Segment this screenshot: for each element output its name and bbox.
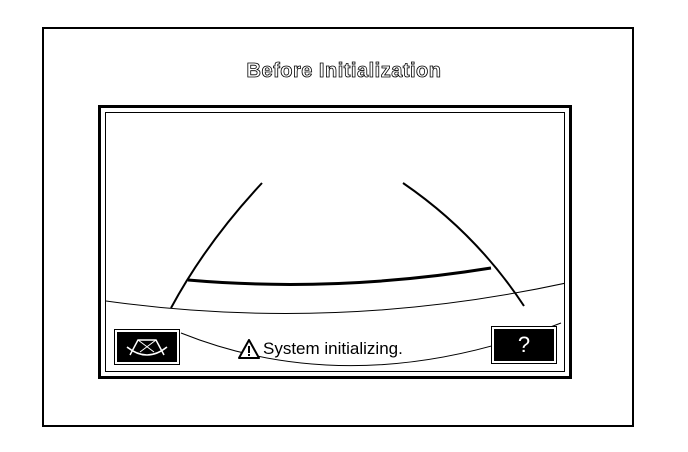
guide-line-right (402, 182, 525, 307)
status-message: System initializing. (238, 339, 403, 359)
camera-view-button[interactable] (114, 329, 180, 365)
camera-view-area: System initializing. ? (105, 112, 565, 372)
warning-triangle-icon (238, 339, 260, 359)
display-screen: System initializing. ? (98, 105, 572, 379)
distance-guide-line (187, 266, 492, 286)
figure-caption: Before Initialization (246, 60, 442, 83)
bumper-line (106, 282, 564, 314)
help-button-label: ? (517, 332, 531, 357)
status-text: System initializing. (263, 339, 403, 358)
guide-line-left (170, 182, 263, 309)
help-button[interactable]: ? (491, 326, 557, 364)
camera-view-icon (126, 339, 168, 356)
parking-guide-lines (106, 182, 564, 367)
